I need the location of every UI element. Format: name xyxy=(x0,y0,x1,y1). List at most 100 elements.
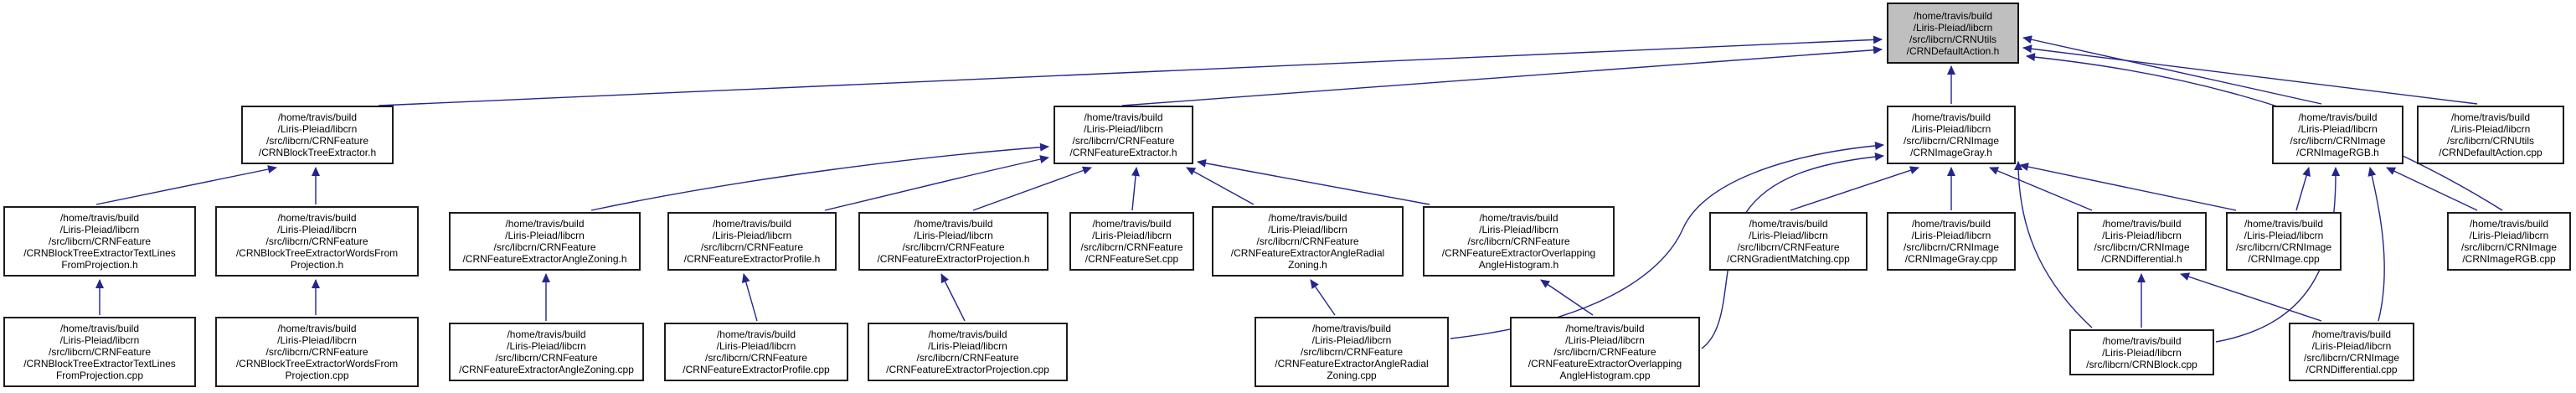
node-label-line: /Liris-Pleiad/libcrn xyxy=(2244,230,2324,241)
node-crnfeatureextractor-h[interactable]: /home/travis/build /Liris-Pleiad/libcrn … xyxy=(1054,106,1193,164)
node-label-line: /Liris-Pleiad/libcrn xyxy=(1749,230,1828,241)
node-label-line: /src/libcrn/CRNImage xyxy=(1903,135,2000,147)
node-label-line: /Liris-Pleiad/libcrn xyxy=(1311,334,1392,346)
node-label-line: Projection.cpp xyxy=(285,370,349,381)
node-crnimagergb-h[interactable]: /home/travis/build /Liris-Pleiad/libcrn … xyxy=(2272,106,2403,164)
node-crnfeatureextractorangleradialzoning-h[interactable]: /home/travis/build /Liris-Pleiad/libcrn … xyxy=(1212,206,1404,277)
node-label-line: /src/libcrn/CRNFeature xyxy=(48,346,152,358)
node-label-line: /src/libcrn/CRNFeature xyxy=(1256,235,1359,247)
node-crnblocktreeextractorwordsfromprojection-cpp[interactable]: /home/travis/build /Liris-Pleiad/libcrn … xyxy=(215,317,419,387)
node-crnimage-cpp[interactable]: /home/travis/build /Liris-Pleiad/libcrn … xyxy=(2226,212,2342,271)
node-label-line: /src/libcrn/CRNImage xyxy=(2094,241,2190,253)
node-label-line: /home/travis/build xyxy=(59,323,140,334)
node-label-line: /src/libcrn/CRNFeature xyxy=(495,352,598,364)
edge-projection-cpp-to-h xyxy=(940,273,966,322)
node-label-line: /CRNImageRGB.cpp xyxy=(2462,253,2556,265)
node-label-line: /src/libcrn/CRNFeature xyxy=(1553,346,1656,358)
node-label-line: /Liris-Pleiad/libcrn xyxy=(277,123,358,135)
node-label-line: /home/travis/build xyxy=(2450,111,2531,123)
node-label-line: /CRNImageRGB.h xyxy=(2296,147,2379,158)
node-label-line: /src/libcrn/CRNFeature xyxy=(493,241,596,253)
node-crndifferential-h[interactable]: /home/travis/build /Liris-Pleiad/libcrn … xyxy=(2077,212,2207,271)
node-crndefaultaction-cpp[interactable]: /home/travis/build /Liris-Pleiad/libcrn … xyxy=(2417,106,2564,164)
node-label-line: /Liris-Pleiad/libcrn xyxy=(1913,21,1993,34)
node-label-line: /CRNBlockTreeExtractorWordsFrom xyxy=(235,358,399,370)
node-label-line: /Liris-Pleiad/libcrn xyxy=(59,334,140,346)
node-crnfeatureextractorprofile-cpp[interactable]: /home/travis/build /Liris-Pleiad/libcrn … xyxy=(664,323,848,381)
node-crngradientmatching-cpp[interactable]: /home/travis/build /Liris-Pleiad/libcrn … xyxy=(1709,212,1868,271)
node-label-line: /src/libcrn/CRNFeature xyxy=(265,135,369,147)
node-label-line: /src/libcrn/CRNFeature xyxy=(1300,346,1404,358)
node-crnblocktreeextractortextlinesfromprojection-cpp[interactable]: /home/travis/build /Liris-Pleiad/libcrn … xyxy=(3,317,196,387)
node-label-line: /CRNFeatureExtractorAngleRadial xyxy=(1230,247,1385,259)
node-label-line: /src/libcrn/CRNFeature xyxy=(1737,241,1840,253)
node-crnblocktreeextractorwordsfromprojection-h[interactable]: /home/travis/build /Liris-Pleiad/libcrn … xyxy=(215,206,419,277)
node-crnfeatureextractorprojection-cpp[interactable]: /home/travis/build /Liris-Pleiad/libcrn … xyxy=(868,323,1068,381)
node-label-line: /CRNBlockTreeExtractorTextLines xyxy=(23,358,176,370)
node-label-line: /home/travis/build xyxy=(1311,323,1392,334)
node-label-line: /CRNFeatureExtractorOverlapping xyxy=(1528,358,1682,370)
node-crnfeatureset-cpp[interactable]: /home/travis/build /Liris-Pleiad/libcrn … xyxy=(1069,212,1194,271)
edge-defaultaction-cpp-to-defaultaction xyxy=(2022,44,2478,105)
node-label-line: /home/travis/build xyxy=(2298,111,2378,123)
node-crnblocktreeextractor-h[interactable]: /home/travis/build /Liris-Pleiad/libcrn … xyxy=(241,106,394,164)
node-label-line: /src/libcrn/CRNFeature xyxy=(1072,135,1175,147)
edge-differential-cpp-to-differential-h xyxy=(2180,272,2322,322)
node-label-line: /CRNFeatureExtractor.h xyxy=(1069,147,1177,158)
node-label-line: /CRNFeatureExtractorProfile.h xyxy=(683,253,821,265)
edge-angleradialzoning-cpp-to-h xyxy=(1310,279,1336,316)
node-label-line: /Liris-Pleiad/libcrn xyxy=(2311,340,2392,352)
edge-imagergb-cpp-to-defaultaction xyxy=(2026,53,2503,211)
node-label-line: /src/libcrn/CRNFeature xyxy=(265,235,368,247)
edge-differential-h-to-imagegray-h xyxy=(1989,167,2093,211)
node-label-line: /home/travis/build xyxy=(1913,9,1993,22)
edge-overlappinganglehistogram-cpp-to-h xyxy=(1540,279,1594,316)
node-crndifferential-cpp[interactable]: /home/travis/build /Liris-Pleiad/libcrn … xyxy=(2289,323,2414,381)
node-label-line: /Liris-Pleiad/libcrn xyxy=(1479,224,1558,235)
node-crnfeatureextractorprojection-h[interactable]: /home/travis/build /Liris-Pleiad/libcrn … xyxy=(858,212,1048,271)
node-crnfeatureextractoroverlappinganglehistogram-h[interactable]: /home/travis/build /Liris-Pleiad/libcrn … xyxy=(1423,206,1615,277)
node-label-line: /CRNFeatureExtractorAngleRadial xyxy=(1275,358,1429,370)
node-label-line: /src/libcrn/CRNFeature xyxy=(704,352,808,364)
node-crnfeatureextractorprofile-h[interactable]: /home/travis/build /Liris-Pleiad/libcrn … xyxy=(667,212,837,271)
node-label-line: /Liris-Pleiad/libcrn xyxy=(2298,123,2378,135)
node-label-line: /CRNFeatureExtractorProfile.cpp xyxy=(683,364,830,375)
node-label-line: /Liris-Pleiad/libcrn xyxy=(1565,334,1645,346)
edge-image-cpp-to-imagegray-h xyxy=(2019,163,2237,211)
node-label-line: /src/libcrn/CRNFeature xyxy=(902,241,1005,253)
node-label-line: /src/libcrn/CRNImage xyxy=(2303,352,2400,364)
node-label-line: /home/travis/build xyxy=(1479,212,1558,224)
node-crnimagegray-h[interactable]: /home/travis/build /Liris-Pleiad/libcrn … xyxy=(1887,106,2016,164)
node-crnblocktreeextractortextlinesfromprojection-h[interactable]: /home/travis/build /Liris-Pleiad/libcrn … xyxy=(3,206,196,277)
node-label-line: /CRNBlockTreeExtractorWordsFrom xyxy=(235,247,399,259)
node-crnfeatureextractoranglezoning-h[interactable]: /home/travis/build /Liris-Pleiad/libcrn … xyxy=(449,212,641,271)
node-label-line: /Liris-Pleiad/libcrn xyxy=(1084,123,1163,135)
node-label-line: /CRNGradientMatching.cpp xyxy=(1727,253,1850,265)
node-label-line: /Liris-Pleiad/libcrn xyxy=(277,224,357,235)
node-label-line: /CRNFeatureExtractorProjection.cpp xyxy=(886,364,1049,375)
node-label-line: /src/libcrn/CRNUtils xyxy=(1909,33,1996,45)
node-label-line: /src/libcrn/CRNFeature xyxy=(1080,241,1183,253)
edge-block-cpp-to-imagergb-h xyxy=(2215,167,2341,343)
node-label-line: /home/travis/build xyxy=(1911,111,1991,123)
node-label-line: Projection.h xyxy=(290,259,344,271)
node-label-line: /Liris-Pleiad/libcrn xyxy=(1911,230,1991,241)
node-crnblock-cpp[interactable]: /home/travis/build /Liris-Pleiad/libcrn … xyxy=(2069,329,2214,375)
edge-featureextractor-to-defaultaction xyxy=(1121,45,1883,106)
node-label-line: /src/libcrn/CRNImage xyxy=(1903,241,2000,253)
node-crnimagergb-cpp[interactable]: /home/travis/build /Liris-Pleiad/libcrn … xyxy=(2447,212,2571,271)
node-label-line: /home/travis/build xyxy=(2102,218,2182,230)
node-crndefaultaction-h[interactable]: /home/travis/build /Liris-Pleiad/libcrn … xyxy=(1887,3,2019,64)
node-label-line: /CRNDefaultAction.h xyxy=(1906,44,2000,57)
node-crnfeatureextractoroverlappinganglehistogram-cpp[interactable]: /home/travis/build /Liris-Pleiad/libcrn … xyxy=(1510,317,1700,387)
node-crnfeatureextractorangleradialzoning-cpp[interactable]: /home/travis/build /Liris-Pleiad/libcrn … xyxy=(1255,317,1449,387)
node-label-line: /home/travis/build xyxy=(1268,212,1347,224)
edge-profile-h-to-featureextractor xyxy=(824,155,1049,211)
node-label-line: /home/travis/build xyxy=(1092,218,1172,230)
edge-blocktreeextractor-to-defaultaction xyxy=(378,35,1883,106)
node-label-line: /Liris-Pleiad/libcrn xyxy=(914,230,993,241)
node-label-line: /CRNFeatureExtractorOverlapping xyxy=(1441,247,1596,259)
node-crnimagegray-cpp[interactable]: /home/travis/build /Liris-Pleiad/libcrn … xyxy=(1887,212,2016,271)
node-crnfeatureextractoranglezoning-cpp[interactable]: /home/travis/build /Liris-Pleiad/libcrn … xyxy=(449,323,644,381)
